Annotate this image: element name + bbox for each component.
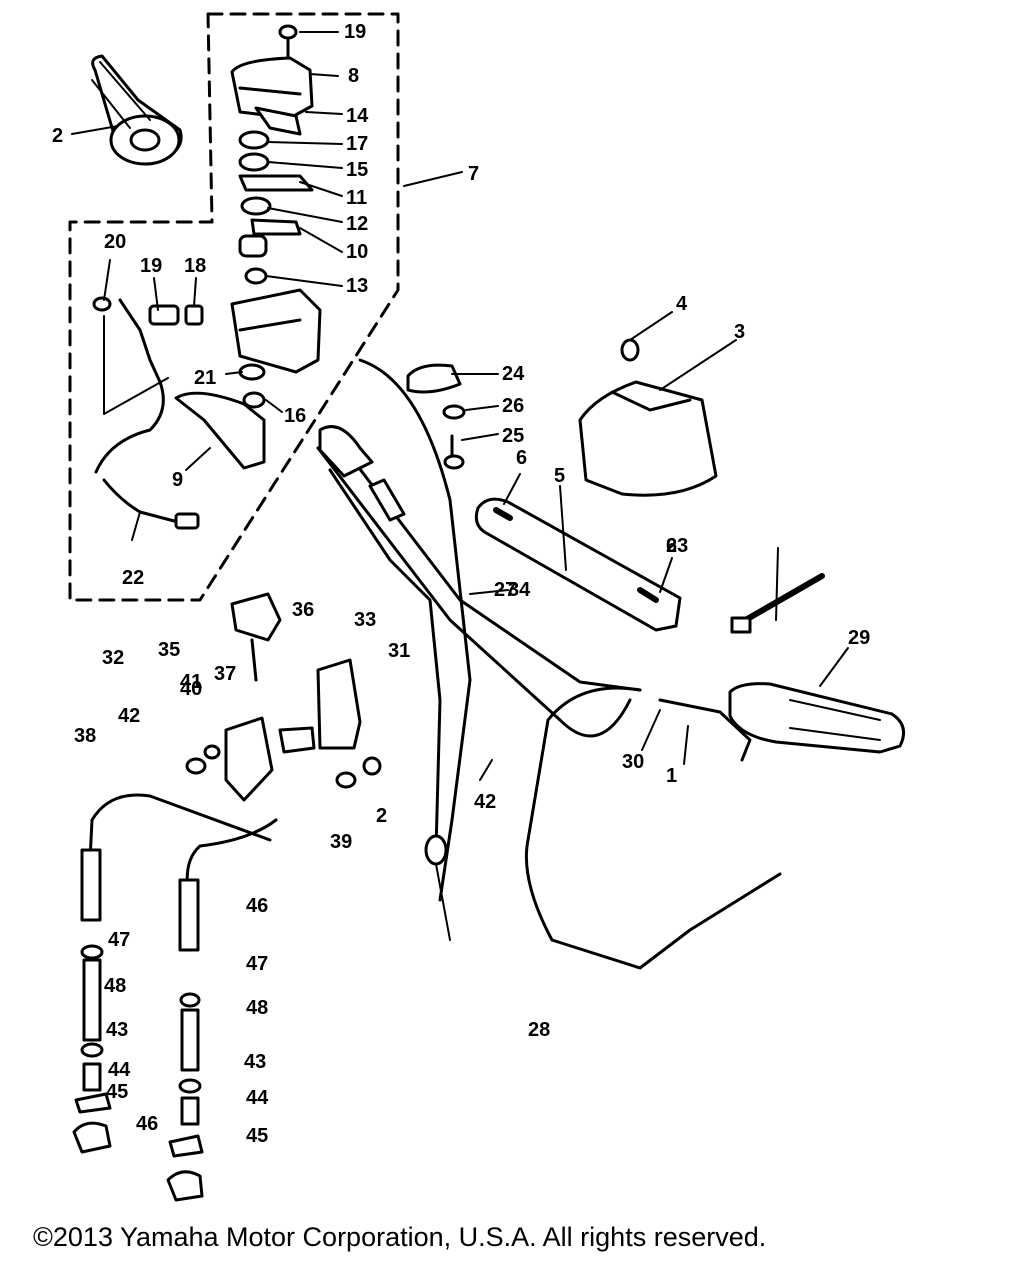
brake-cables (72, 793, 278, 1202)
callout-4: 4 (676, 293, 688, 315)
callout-37: 37 (214, 663, 236, 685)
callout-43: 43 (106, 1019, 128, 1041)
callout-44: 44 (108, 1059, 131, 1081)
exploded-view-drawing: 1981417151112101372201918211692243242625… (52, 12, 906, 1202)
callout-1: 1 (666, 765, 677, 787)
callout-45: 45 (246, 1125, 268, 1147)
callout-8: 8 (348, 65, 359, 87)
assembly-boundary-dashed (68, 12, 400, 602)
callout-3: 3 (734, 321, 745, 343)
callout-46: 46 (136, 1113, 158, 1135)
callout-44: 44 (246, 1087, 269, 1109)
callout-5: 5 (554, 465, 565, 487)
callout-19: 19 (344, 21, 366, 43)
callout-23: 23 (666, 535, 688, 557)
callout-10: 10 (346, 241, 368, 263)
callout-7: 7 (468, 163, 479, 185)
callout-14: 14 (346, 105, 369, 127)
brake-switch-assembly (185, 592, 382, 802)
callout-9: 9 (172, 469, 183, 491)
callout-48: 48 (246, 997, 268, 1019)
grip-left (91, 54, 183, 166)
copyright-notice: ©2013 Yamaha Motor Corporation, U.S.A. A… (33, 1222, 767, 1252)
callout-36: 36 (292, 599, 314, 621)
callout-2: 2 (376, 805, 387, 827)
callout-2: 2 (52, 125, 63, 147)
throttle-housing (578, 338, 718, 497)
callout-48: 48 (104, 975, 126, 997)
callout-33: 33 (354, 609, 376, 631)
callout-18: 18 (184, 255, 206, 277)
callout-42: 42 (474, 791, 496, 813)
callout-42: 42 (118, 705, 140, 727)
clamp-bracket (406, 363, 466, 470)
callout-13: 13 (346, 275, 368, 297)
callout-38: 38 (74, 725, 96, 747)
switch-cover-top (230, 24, 314, 285)
callout-45: 45 (106, 1081, 128, 1103)
leader-lines (71, 31, 849, 781)
handlebar (316, 425, 642, 738)
grip-right (658, 682, 906, 762)
switch-housing-left (92, 288, 322, 470)
wire-lead (94, 298, 200, 530)
callout-31: 31 (388, 640, 410, 662)
callout-35: 35 (158, 639, 180, 661)
callout-24: 24 (502, 363, 525, 385)
grip-tube (474, 497, 682, 632)
callout-26: 26 (502, 395, 524, 417)
callout-17: 17 (346, 133, 368, 155)
callout-29: 29 (848, 627, 870, 649)
callout-21: 21 (194, 367, 216, 389)
callout-16: 16 (284, 405, 306, 427)
callout-47: 47 (246, 953, 268, 975)
callout-30: 30 (622, 751, 644, 773)
callout-39: 39 (330, 831, 352, 853)
callout-20: 20 (104, 231, 126, 253)
callout-43: 43 (244, 1051, 266, 1073)
callout-25: 25 (502, 425, 524, 447)
callout-27: 27 (494, 579, 516, 601)
callout-19: 19 (140, 255, 162, 277)
callout-40: 40 (180, 678, 202, 700)
callout-12: 12 (346, 213, 368, 235)
callout-15: 15 (346, 159, 368, 181)
callout-22: 22 (122, 567, 144, 589)
callout-28: 28 (528, 1019, 550, 1041)
callout-46: 46 (246, 895, 268, 917)
callout-6: 6 (666, 535, 677, 557)
callout-32: 32 (102, 647, 124, 669)
callout-11: 11 (346, 187, 367, 209)
callout-34: 34 (508, 579, 531, 601)
cable-runs (328, 358, 782, 970)
callout-6: 6 (516, 447, 527, 469)
cable-tie (730, 573, 825, 634)
callout-41: 41 (180, 671, 202, 693)
callout-47: 47 (108, 929, 130, 951)
